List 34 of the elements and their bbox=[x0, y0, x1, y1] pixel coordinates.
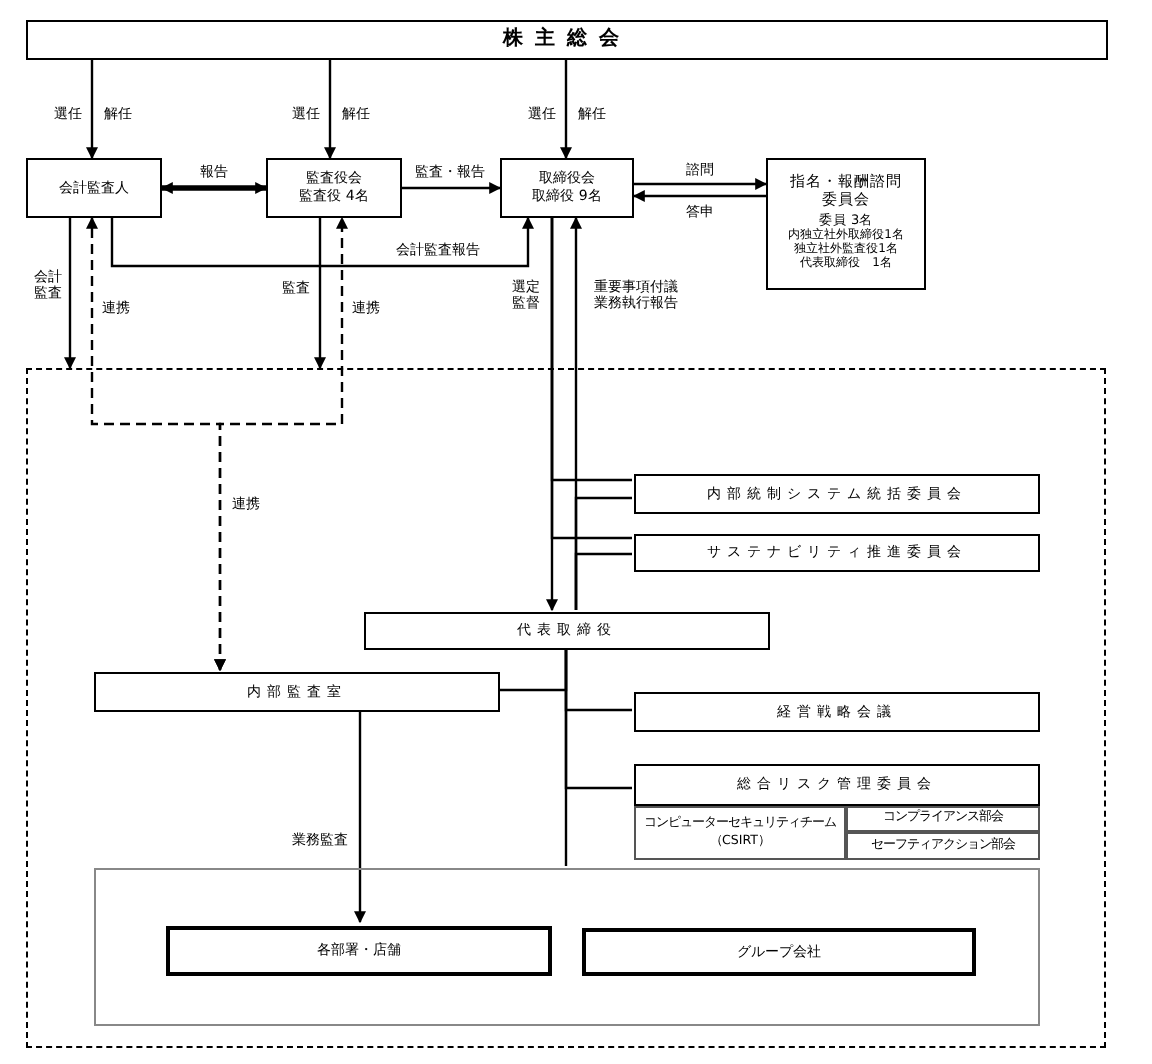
arrow bbox=[86, 60, 98, 160]
arrow bbox=[324, 60, 336, 160]
group-frame bbox=[94, 868, 1040, 1026]
org-box bbox=[500, 158, 634, 218]
arrow bbox=[214, 216, 348, 672]
arrow bbox=[110, 216, 534, 268]
org-box bbox=[634, 474, 1040, 514]
connector-line bbox=[564, 648, 568, 866]
dashed-boundary bbox=[26, 368, 1106, 1048]
arrow bbox=[160, 182, 268, 194]
title-box bbox=[26, 20, 1108, 60]
org-box bbox=[26, 158, 162, 218]
org-box bbox=[266, 158, 402, 218]
org-box bbox=[166, 926, 552, 976]
connector-line bbox=[550, 218, 632, 540]
org-box bbox=[634, 764, 1040, 806]
arrow bbox=[634, 178, 768, 190]
arrow bbox=[314, 218, 326, 370]
org-box bbox=[364, 612, 770, 650]
arrow bbox=[402, 182, 502, 194]
org-box bbox=[634, 692, 1040, 732]
committee-box bbox=[766, 158, 926, 290]
connector-line bbox=[574, 552, 632, 610]
org-box bbox=[582, 928, 976, 976]
arrow bbox=[560, 60, 572, 160]
box-label: 株主総会 bbox=[503, 27, 631, 53]
table-cell bbox=[634, 806, 846, 860]
table-cell bbox=[846, 832, 1040, 860]
table-cell bbox=[846, 806, 1040, 832]
org-box bbox=[634, 534, 1040, 572]
arrow bbox=[354, 710, 366, 924]
org-box bbox=[94, 672, 500, 712]
arrow bbox=[632, 190, 766, 202]
arrow bbox=[64, 218, 76, 370]
